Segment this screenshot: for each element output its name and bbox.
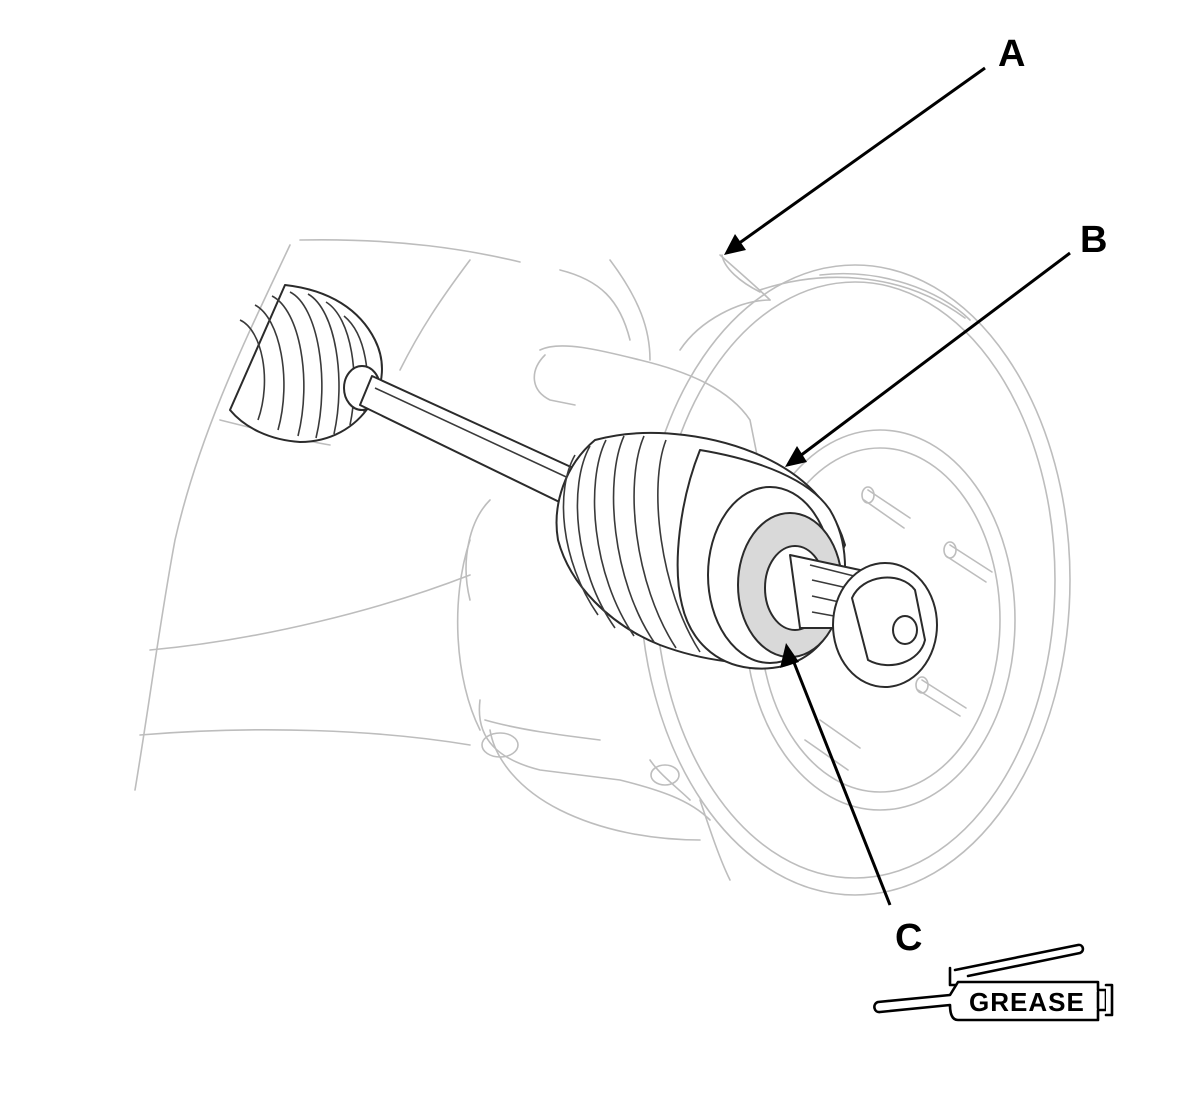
grease-label: GREASE: [969, 987, 1085, 1017]
arrowhead-a: [724, 234, 746, 255]
wheel-studs: [804, 486, 993, 771]
arrowhead-b: [785, 446, 807, 467]
leader-c: [791, 659, 892, 906]
inboard-cv-boot: [229, 284, 383, 443]
arrowhead-c: [780, 643, 799, 668]
callout-label-a: A: [998, 33, 1025, 75]
callout-leaders: [721, 66, 1071, 906]
drive-shaft: [359, 375, 596, 513]
grease-gun-icon: GREASE: [873, 943, 1114, 1022]
spindle-nut: [832, 562, 938, 688]
outboard-cv-joint: [555, 432, 881, 670]
callout-label-b: B: [1080, 219, 1107, 261]
leader-a: [737, 66, 986, 246]
leader-b: [799, 251, 1071, 458]
callout-label-c: C: [895, 917, 922, 959]
suspension-background-linework: [134, 238, 761, 881]
